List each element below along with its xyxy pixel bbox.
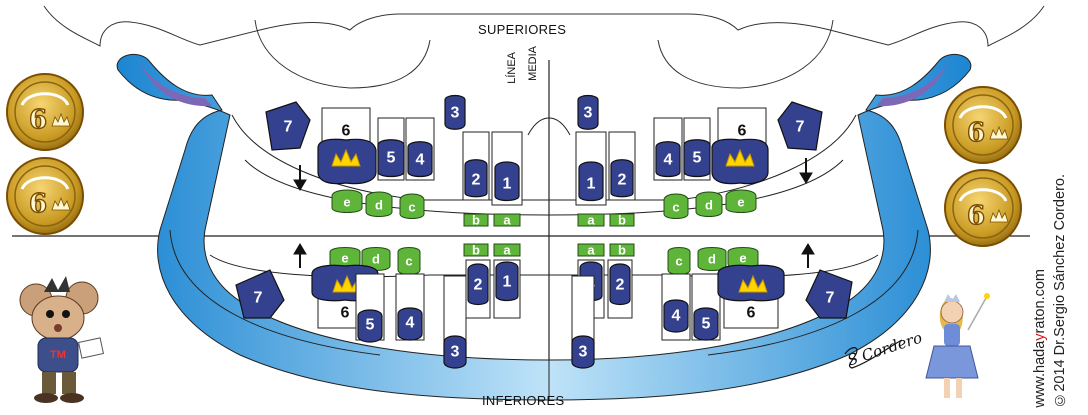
tooth-label: 6	[738, 123, 747, 140]
coin-badge-right-top: 6	[945, 87, 1021, 163]
coin-number: 6	[967, 201, 985, 231]
website-url: www.hadayraton.com	[1032, 269, 1048, 408]
tooth-label: 2	[472, 172, 481, 189]
tooth-label: e	[343, 195, 350, 210]
tooth-label: a	[587, 213, 595, 228]
tooth-label: 6	[342, 123, 351, 140]
tooth-label: 5	[693, 150, 702, 167]
lower-primary-teeth: e d c b a a b c d e	[330, 243, 758, 275]
tooth-label: 4	[672, 308, 681, 325]
tooth-label: c	[408, 200, 415, 215]
orbit-right	[658, 20, 833, 88]
tooth-label: 4	[406, 315, 415, 332]
tooth-label: 4	[664, 152, 673, 169]
tooth-label: d	[708, 252, 716, 267]
tooth-label: c	[672, 200, 679, 215]
tooth-fairy-illustration	[926, 293, 990, 398]
orbit-left	[255, 20, 430, 88]
tooth-label: 2	[618, 172, 627, 189]
tooth-label: a	[587, 243, 595, 258]
coin-number: 6	[29, 189, 47, 219]
tooth-label: 2	[474, 277, 483, 294]
tooth-label: b	[472, 213, 480, 228]
tooth-label: 5	[387, 150, 396, 167]
tooth-label: 2	[616, 277, 625, 294]
tooth-label: d	[705, 198, 713, 213]
tooth-label: b	[618, 243, 626, 258]
tooth-label: d	[375, 198, 383, 213]
mandible-left-ramus	[117, 54, 549, 400]
midline-label-2: MEDIA	[527, 46, 539, 81]
tooth-label: 7	[796, 119, 805, 136]
coin-badge-left-top: 6	[7, 74, 83, 150]
svg-text:TM: TM	[50, 349, 66, 361]
upper-teeth-label: SUPERIORES	[478, 22, 566, 37]
tooth-label: 6	[747, 305, 756, 322]
tooth-label: 3	[451, 105, 460, 122]
tooth-label: a	[503, 213, 511, 228]
coin-badge-left-bottom: 6	[7, 158, 83, 234]
tooth-label: c	[405, 254, 412, 269]
mouse-mascot-illustration: TM	[20, 276, 103, 403]
tooth-label: 3	[584, 105, 593, 122]
tooth-label: d	[372, 252, 380, 267]
tooth-label: 1	[587, 176, 596, 193]
tooth-label: 1	[503, 176, 512, 193]
lower-teeth-label: INFERIORES	[482, 393, 564, 408]
tooth-label: 1	[503, 274, 512, 291]
tooth-label: 3	[579, 344, 588, 361]
tooth-label: 7	[284, 119, 293, 136]
tooth-label: b	[472, 243, 480, 258]
tooth-label: 4	[416, 152, 425, 169]
tooth-label: e	[737, 195, 744, 210]
tooth-label: 6	[341, 305, 350, 322]
tooth-label: 5	[366, 317, 375, 334]
tooth-label: 3	[451, 344, 460, 361]
midline-label-1: LÍNEA	[506, 52, 518, 84]
tooth-label: b	[618, 213, 626, 228]
credit-block: www.hadayraton.com ©2014 Dr.Sergio Sánch…	[1030, 120, 1086, 410]
copyright-text: ©2014 Dr.Sergio Sánchez Cordero.	[1052, 174, 1068, 408]
tooth-label: 5	[702, 316, 711, 333]
tooth-label: a	[503, 243, 511, 258]
tooth-label: e	[341, 251, 348, 266]
tooth-label: 7	[826, 290, 835, 307]
coin-number: 6	[29, 105, 47, 135]
tooth-label: c	[675, 254, 682, 269]
coin-badge-right-bottom: 6	[945, 170, 1021, 246]
tooth-label: e	[739, 251, 746, 266]
coin-number: 6	[967, 118, 985, 148]
tooth-label: 7	[254, 290, 263, 307]
